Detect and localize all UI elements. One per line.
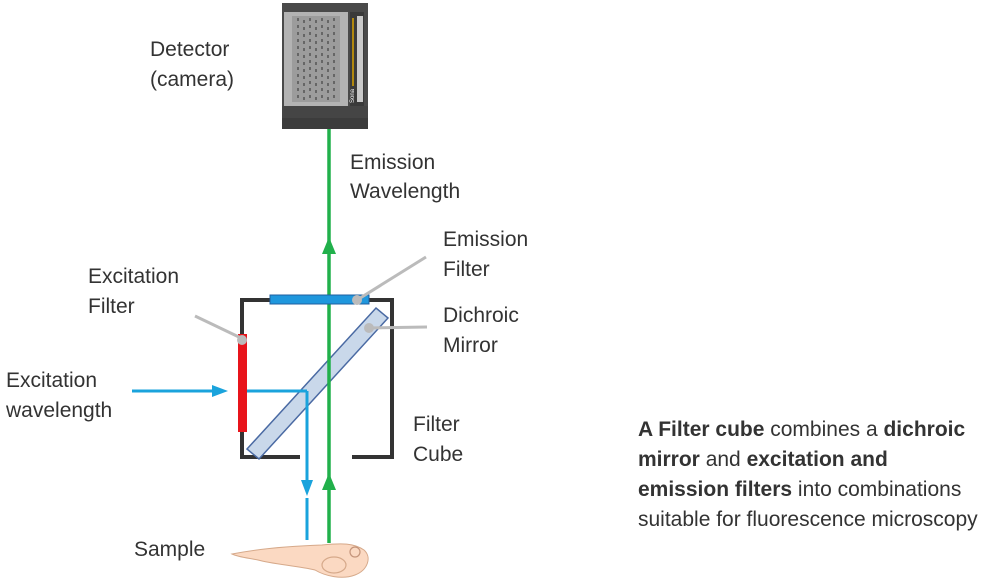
excitation-wavelength-label-line1: Excitation bbox=[6, 369, 97, 392]
filter-cube-caption: A Filter cube combines a dichroic mirror… bbox=[638, 415, 983, 535]
emission-arrow-up-upper bbox=[322, 237, 336, 254]
filter-cube-label-line2: Cube bbox=[413, 443, 463, 466]
camera-brand-text: Sona bbox=[350, 88, 356, 103]
excitation-filter-label-line1: Excitation bbox=[88, 265, 179, 288]
caption-text-1: combines a bbox=[764, 418, 884, 441]
sample-label: Sample bbox=[134, 538, 205, 561]
caption-term-filter-cube: A Filter cube bbox=[638, 418, 765, 441]
excitation-light-path bbox=[132, 389, 309, 540]
emission-filter-pointer-dot bbox=[352, 295, 362, 305]
emission-arrow-up-lower bbox=[322, 473, 336, 490]
caption-text-3: into combinations suitable for fluoresce… bbox=[638, 478, 978, 531]
emission-filter-label-line1: Emission bbox=[443, 228, 528, 251]
leader-lines bbox=[194, 255, 428, 340]
emission-wavelength-label-line1: Emission bbox=[350, 151, 435, 174]
excitation-filter-label-line2: Filter bbox=[88, 295, 135, 318]
caption-term-dichroic-mirror: dichroic mirror bbox=[638, 418, 966, 471]
sample-larva bbox=[230, 543, 369, 578]
emission-filter bbox=[269, 294, 370, 305]
excitation-arrow-right bbox=[212, 385, 228, 397]
excitation-arrow-down bbox=[301, 480, 313, 496]
dichroic-mirror bbox=[245, 306, 390, 461]
caption-text-2: and bbox=[699, 448, 747, 471]
detector-camera: Sona bbox=[282, 3, 368, 129]
emission-wavelength-label-line2: Wavelength bbox=[350, 180, 460, 203]
excitation-filter-pointer-dot bbox=[237, 335, 247, 345]
detector-label-line2: (camera) bbox=[150, 68, 234, 91]
filter-cube-label-line1: Filter bbox=[413, 413, 460, 436]
emission-filter-label-line2: Filter bbox=[443, 258, 490, 281]
dichroic-mirror-label-line1: Dichroic bbox=[443, 304, 519, 327]
excitation-wavelength-label-line2: wavelength bbox=[5, 399, 112, 422]
excitation-filter bbox=[238, 334, 247, 432]
dichroic-pointer-dot bbox=[364, 323, 374, 333]
dichroic-mirror-label-line2: Mirror bbox=[443, 334, 498, 357]
detector-label-line1: Detector bbox=[150, 38, 229, 61]
caption-term-filters: excitation and emission filters bbox=[638, 448, 888, 501]
